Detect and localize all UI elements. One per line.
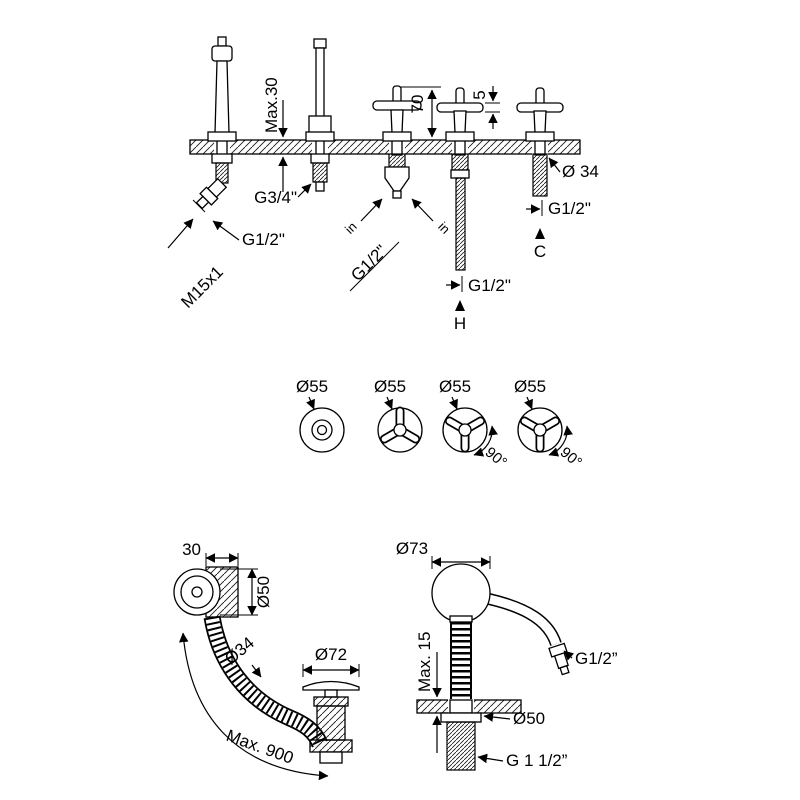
- holder-top-view: [299, 407, 345, 453]
- inlet-left-label: in: [342, 219, 360, 237]
- flex-hose-fill: [487, 594, 561, 646]
- cold-label: C: [534, 242, 546, 261]
- spout-hole-dia-label: Ø50: [513, 709, 545, 728]
- leader-line: [563, 650, 575, 661]
- overflow-body: [173, 566, 239, 618]
- dim-tick: [192, 199, 206, 213]
- leader-line: [477, 753, 504, 764]
- hot-valve: [436, 87, 484, 271]
- dia-label-2: Ø55: [374, 377, 406, 396]
- max-deck-label: Max.30: [262, 77, 281, 133]
- shank: [315, 139, 325, 156]
- overflow-drain-assembly: 30 Ø50 Ø34 Ø72 Max. 900: [173, 540, 360, 781]
- shank: [216, 139, 228, 156]
- leader-line: [251, 664, 262, 678]
- hose-length-arc: [178, 632, 329, 781]
- mounting-deck: [189, 139, 581, 155]
- inlet-thread-label: G1/2": [347, 241, 391, 285]
- spout-max-deck-label: Max. 15: [415, 632, 434, 692]
- cold-valve: [516, 87, 564, 197]
- inlet-arrow-left: [360, 198, 383, 222]
- overflow-hose-ribs: [205, 615, 327, 747]
- leader-line: [524, 396, 533, 410]
- leader-line: [548, 157, 561, 173]
- spout-flange: [440, 712, 482, 723]
- deck-section: G1/2" M15x1 G3/4" Max.30: [167, 36, 599, 333]
- leader-underline: [349, 241, 400, 292]
- holder-thread-label: G3/4": [254, 188, 297, 207]
- rotation-arc: [473, 425, 498, 457]
- leader-line: [483, 712, 511, 722]
- spout-tail-thread-label: G 1 1/2”: [506, 751, 568, 770]
- spout-ball-assembly: G1/2” Ø73 Max. 15 Ø50 G 1 1/2”: [396, 539, 618, 771]
- leader-line: [306, 396, 315, 410]
- handle-height-label: 70: [408, 95, 427, 114]
- angle-label-1: 90°: [482, 444, 510, 472]
- spout-valve: [372, 85, 422, 199]
- inlet-right-label: in: [435, 219, 453, 237]
- cold-thread-label: G1/2": [548, 199, 591, 218]
- shower-connection-label: G1/2": [242, 230, 285, 249]
- overflow-depth-label: 30: [182, 540, 201, 559]
- handle-top-view-a: [377, 406, 423, 453]
- shower-holder: [305, 38, 335, 192]
- inlet-arrow-right: [411, 198, 434, 222]
- overflow-dia-label: Ø50: [254, 576, 273, 608]
- handle-gap-label: 5: [470, 90, 489, 99]
- handle-top-view-c: [517, 407, 563, 453]
- shank: [454, 139, 466, 156]
- spout-tail-thread: [446, 721, 476, 771]
- leader-line: [449, 396, 458, 410]
- spout-hose-thread-label: G1/2”: [575, 649, 618, 668]
- shank: [534, 139, 546, 156]
- rotation-arc: [548, 425, 573, 457]
- hose-thread-label: M15x1: [177, 262, 227, 312]
- spout-ball: [431, 563, 491, 623]
- hole-dia-label: Ø 34: [562, 162, 599, 181]
- leader-line: [212, 220, 240, 241]
- plug-dia-label: Ø72: [315, 645, 347, 664]
- cold-pointer-icon: [535, 228, 545, 239]
- leader-line: [384, 396, 393, 410]
- hose-length-label: Max. 900: [224, 726, 296, 768]
- handle-top-view-b: [442, 407, 488, 453]
- dia-label-1: Ø55: [296, 377, 328, 396]
- ball-dia-label: Ø73: [396, 539, 428, 558]
- hot-pointer-icon: [455, 300, 465, 311]
- hot-label: H: [454, 314, 466, 333]
- angle-label-2: 90°: [557, 444, 585, 472]
- leader-line: [297, 183, 312, 198]
- leader-line: [167, 218, 194, 249]
- ball-collar: [449, 615, 473, 623]
- dia-label-4: Ø55: [514, 377, 546, 396]
- hand-shower: [195, 36, 237, 210]
- handle-top-views: Ø55 Ø55 Ø55 90°: [296, 377, 585, 471]
- dia-label-3: Ø55: [439, 377, 471, 396]
- spout-shank: [449, 699, 473, 714]
- hot-thread-label: G1/2": [468, 276, 511, 295]
- shank: [391, 139, 403, 156]
- hose-fitting: [548, 642, 570, 676]
